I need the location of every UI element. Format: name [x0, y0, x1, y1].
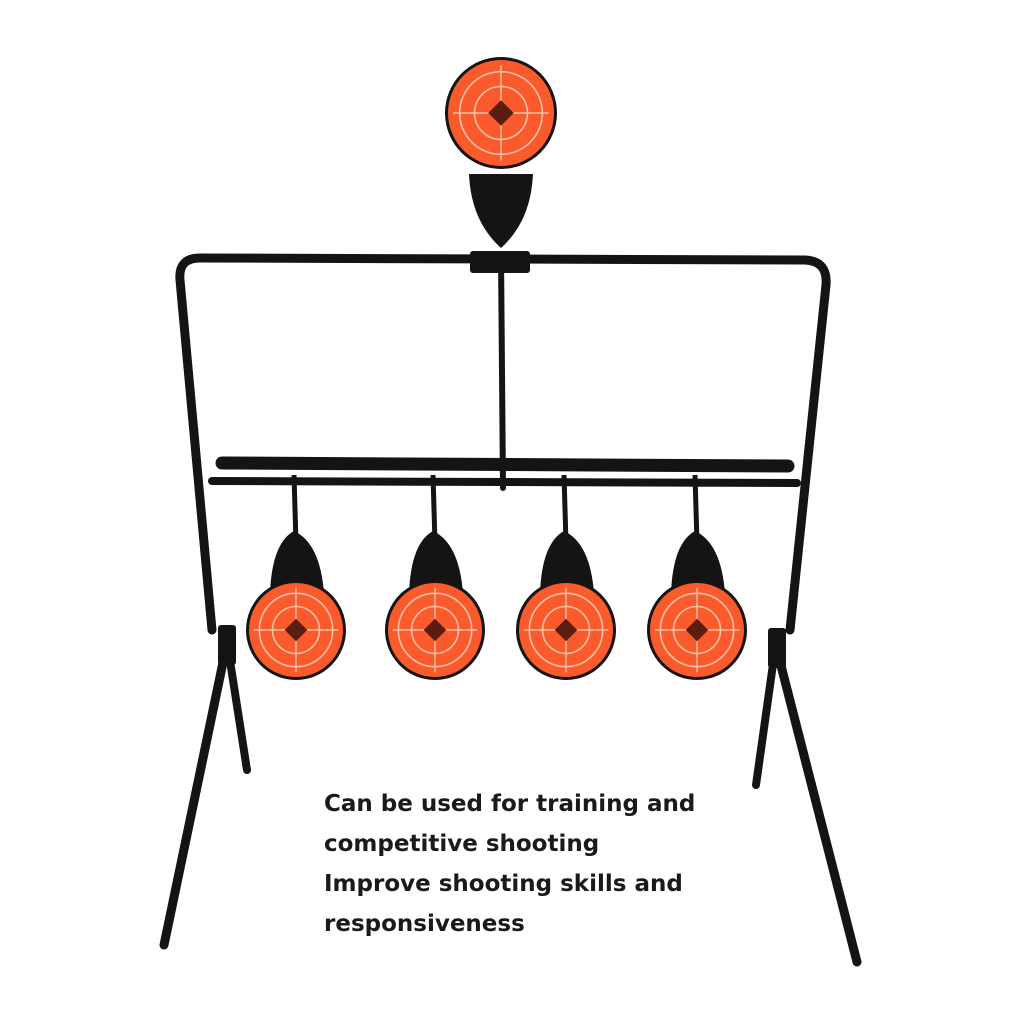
- target-stem: [561, 474, 569, 544]
- target-plate: [385, 474, 485, 680]
- target-bullseye: [488, 100, 514, 126]
- caption-line: competitive shooting: [324, 831, 600, 857]
- target-plate: [516, 474, 616, 680]
- target-stand-frame: [159, 251, 862, 967]
- target-bullseye: [284, 618, 308, 642]
- target-paddle: [409, 531, 463, 593]
- caption-line: Can be used for training and: [324, 791, 696, 817]
- target-paddle: [671, 531, 725, 593]
- target-stem: [291, 474, 299, 544]
- target-group: [246, 57, 747, 680]
- target-stem: [692, 474, 700, 544]
- caption-line: Improve shooting skills and: [324, 871, 683, 897]
- target-plate: [647, 474, 747, 680]
- target-paddle: [270, 531, 324, 593]
- target-bullseye: [423, 618, 447, 642]
- caption-line: responsiveness: [324, 911, 525, 937]
- caption-text: Can be used for training and competitive…: [324, 784, 804, 944]
- target-plate: [445, 57, 557, 248]
- target-plate: [246, 474, 346, 680]
- target-bullseye: [685, 618, 709, 642]
- target-bullseye: [554, 618, 578, 642]
- target-stem: [430, 474, 438, 544]
- target-paddle: [540, 531, 594, 593]
- target-paddle: [469, 174, 533, 248]
